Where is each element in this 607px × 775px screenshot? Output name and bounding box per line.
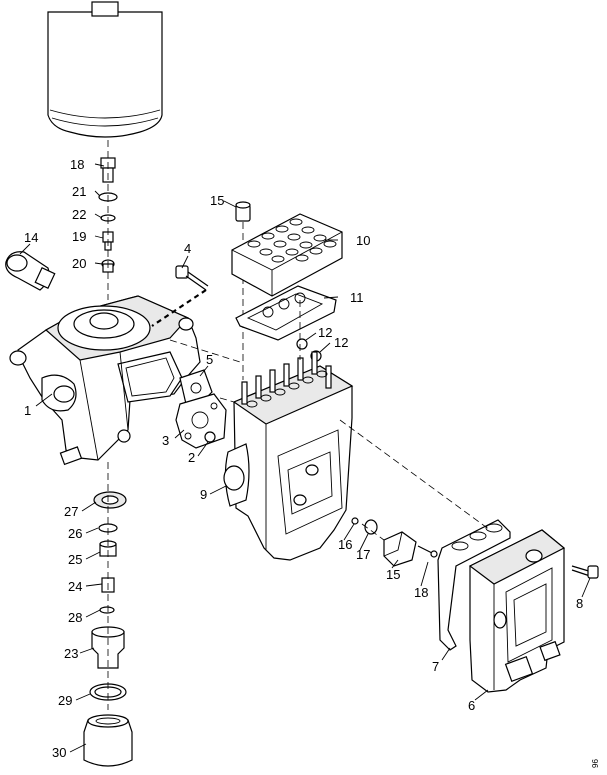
- callout-24: 23: [64, 646, 78, 661]
- flange-3: [175, 393, 227, 449]
- sensor-cylinder: [5, 251, 56, 291]
- callout-20: 19: [72, 229, 86, 244]
- corner-code: 96: [591, 759, 600, 768]
- callout-12a: 12: [318, 325, 332, 340]
- callout-23: 22: [72, 207, 86, 222]
- callout-21: 20: [72, 256, 86, 271]
- callout-16: 16: [338, 537, 352, 552]
- screw-18: [417, 545, 438, 558]
- bolt-8: [571, 565, 599, 579]
- nut-12a: [296, 338, 308, 350]
- small-parts-column: [98, 140, 118, 300]
- callout-6: 6: [468, 698, 475, 713]
- callout-1: 1: [24, 403, 31, 418]
- callout-22: 21: [72, 184, 86, 199]
- sensor-15: [383, 531, 417, 567]
- callout-11: 11: [350, 290, 364, 305]
- valve-block-body: [223, 351, 354, 561]
- bolt-4: [175, 265, 209, 291]
- lower-parts-stack: [83, 462, 133, 767]
- callout-12b: 12: [334, 335, 348, 350]
- callout-29: 28: [68, 610, 82, 625]
- callout-4: 4: [184, 241, 191, 256]
- callout-27: 26: [68, 526, 82, 541]
- callout-14: 14: [24, 230, 38, 245]
- callout-26: 25: [68, 552, 82, 567]
- nut-2: [204, 431, 216, 443]
- leader-lines: [19, 163, 591, 753]
- callout-8: 8: [576, 596, 583, 611]
- callout-7: 7: [432, 659, 439, 674]
- callout-10: 10: [356, 233, 370, 248]
- callout-25: 24: [68, 579, 82, 594]
- callout-17: 17: [356, 547, 370, 562]
- callout-labels: 18 21 22 19 20 14 4 15 10 11 12 12 5 1 3…: [24, 157, 600, 768]
- callout-18: 18: [414, 585, 428, 600]
- callout-5: 5: [206, 352, 213, 367]
- callout-3: 3: [162, 433, 169, 448]
- callout-28: 27: [64, 504, 78, 519]
- ecu-module-6: [468, 529, 566, 693]
- gasket-7: [437, 519, 511, 651]
- grommet-plate-10: [231, 213, 343, 297]
- filter-cartridge: [47, 1, 163, 138]
- o-ring-17: [364, 519, 378, 535]
- pin-16: [351, 517, 359, 525]
- main-housing: [9, 295, 201, 466]
- cap-13: [235, 201, 251, 222]
- callout-31: 30: [52, 745, 66, 760]
- callout-13: 15: [210, 193, 224, 208]
- callout-30: 29: [58, 693, 72, 708]
- callout-15: 15: [386, 567, 400, 582]
- gasket-11: [235, 285, 337, 341]
- callout-9: 9: [200, 487, 207, 502]
- callout-19: 18: [70, 157, 84, 172]
- callout-2: 2: [188, 450, 195, 465]
